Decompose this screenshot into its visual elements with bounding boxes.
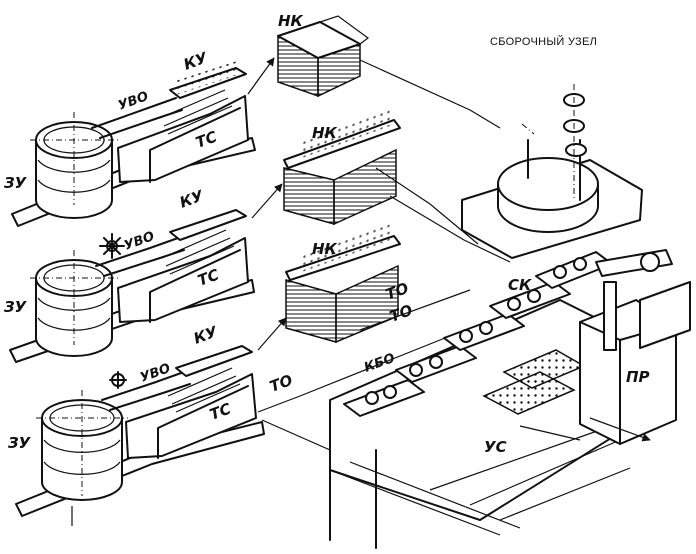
label-nk-3: НК: [312, 240, 338, 258]
orientation-chute-3: [101, 371, 191, 411]
assembly-conveyor: [329, 249, 691, 549]
label-nk-2: НК: [312, 124, 338, 142]
label-ku-1: КУ: [181, 48, 211, 74]
robot-pr: [579, 249, 691, 445]
label-to-3: ТО: [267, 371, 295, 396]
vibratory-bowl-3: [36, 390, 128, 501]
label-zu-1: ЗУ: [4, 174, 28, 192]
star-orienter-2: [99, 233, 125, 259]
orientation-chute-1: [91, 97, 183, 139]
feeder-unit-2: [9, 209, 255, 363]
stack-nk-3: [285, 220, 401, 344]
label-sk: СК: [508, 276, 532, 294]
orientation-chute-2: [95, 237, 185, 277]
transport-slide-1: [117, 95, 249, 183]
feeder-unit-1: [11, 61, 256, 227]
stack-nk-1: [277, 15, 370, 98]
vibratory-bowl-2: [30, 250, 118, 357]
feeder-unit-3: [15, 345, 265, 526]
label-zu-2: ЗУ: [4, 298, 28, 316]
label-uvo-1: УВО: [116, 89, 150, 114]
fastener-stack: [521, 84, 587, 200]
cassette-loader-2: [169, 209, 247, 241]
label-pr: ПР: [626, 368, 650, 386]
assembled-unit: [461, 84, 643, 259]
label-zu-3: ЗУ: [8, 434, 32, 452]
diagram-title: СБОРОЧНЫЙ УЗЕЛ: [490, 35, 597, 48]
label-us: УС: [484, 438, 507, 456]
label-ku-2: КУ: [177, 186, 207, 212]
vibratory-bowl-1: [30, 112, 118, 219]
cassette-loader-3: [175, 345, 253, 377]
label-nk-1: НК: [278, 12, 304, 30]
label-kbo: КБО: [362, 351, 397, 376]
stack-nk-2: [283, 106, 401, 226]
nut-orienter-3: [109, 371, 127, 389]
label-ku-3: КУ: [191, 322, 221, 348]
label-uvo-2: УВО: [122, 229, 156, 254]
